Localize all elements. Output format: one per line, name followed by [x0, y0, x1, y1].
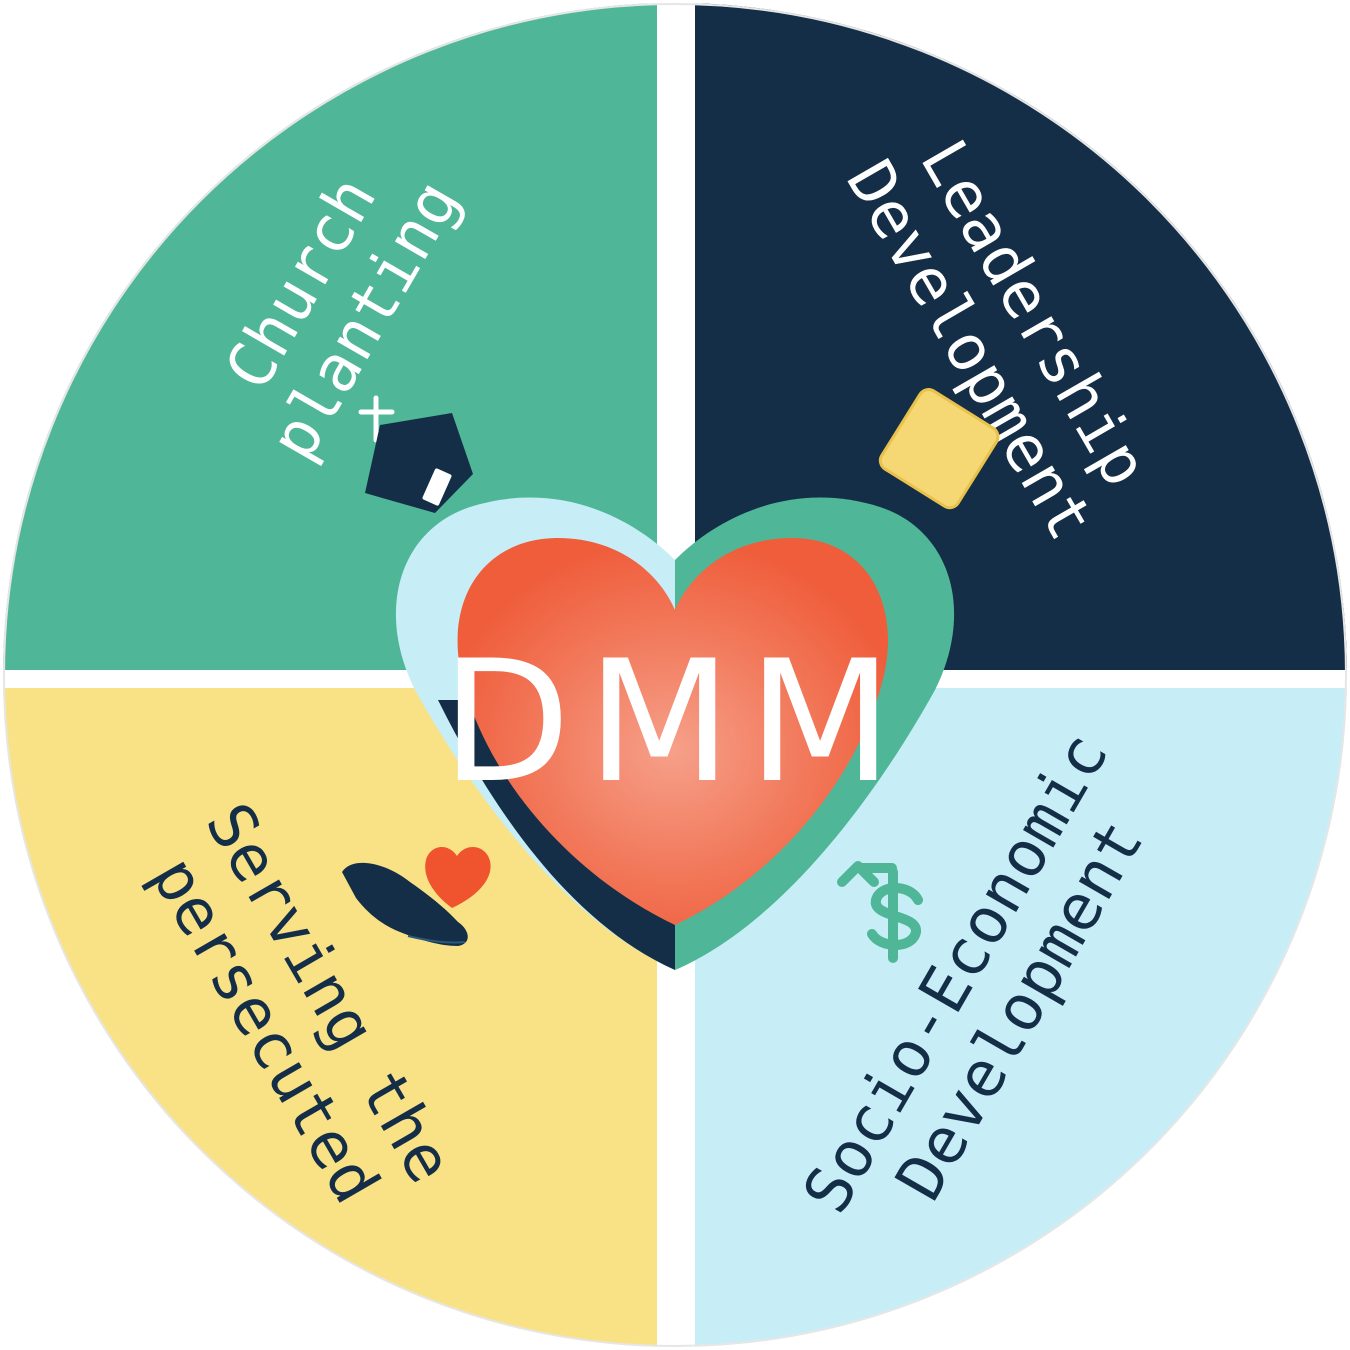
hand-holding-heart-icon — [342, 846, 491, 946]
house-with-cross-icon — [358, 395, 473, 513]
wheel-outline — [3, 3, 1347, 1347]
book-icon — [878, 388, 1000, 510]
dollar-arrow-icon — [837, 861, 923, 963]
center-label-dmm: DMM — [441, 624, 908, 820]
center-heart: DMM — [395, 497, 955, 970]
inner-heart — [457, 537, 889, 925]
